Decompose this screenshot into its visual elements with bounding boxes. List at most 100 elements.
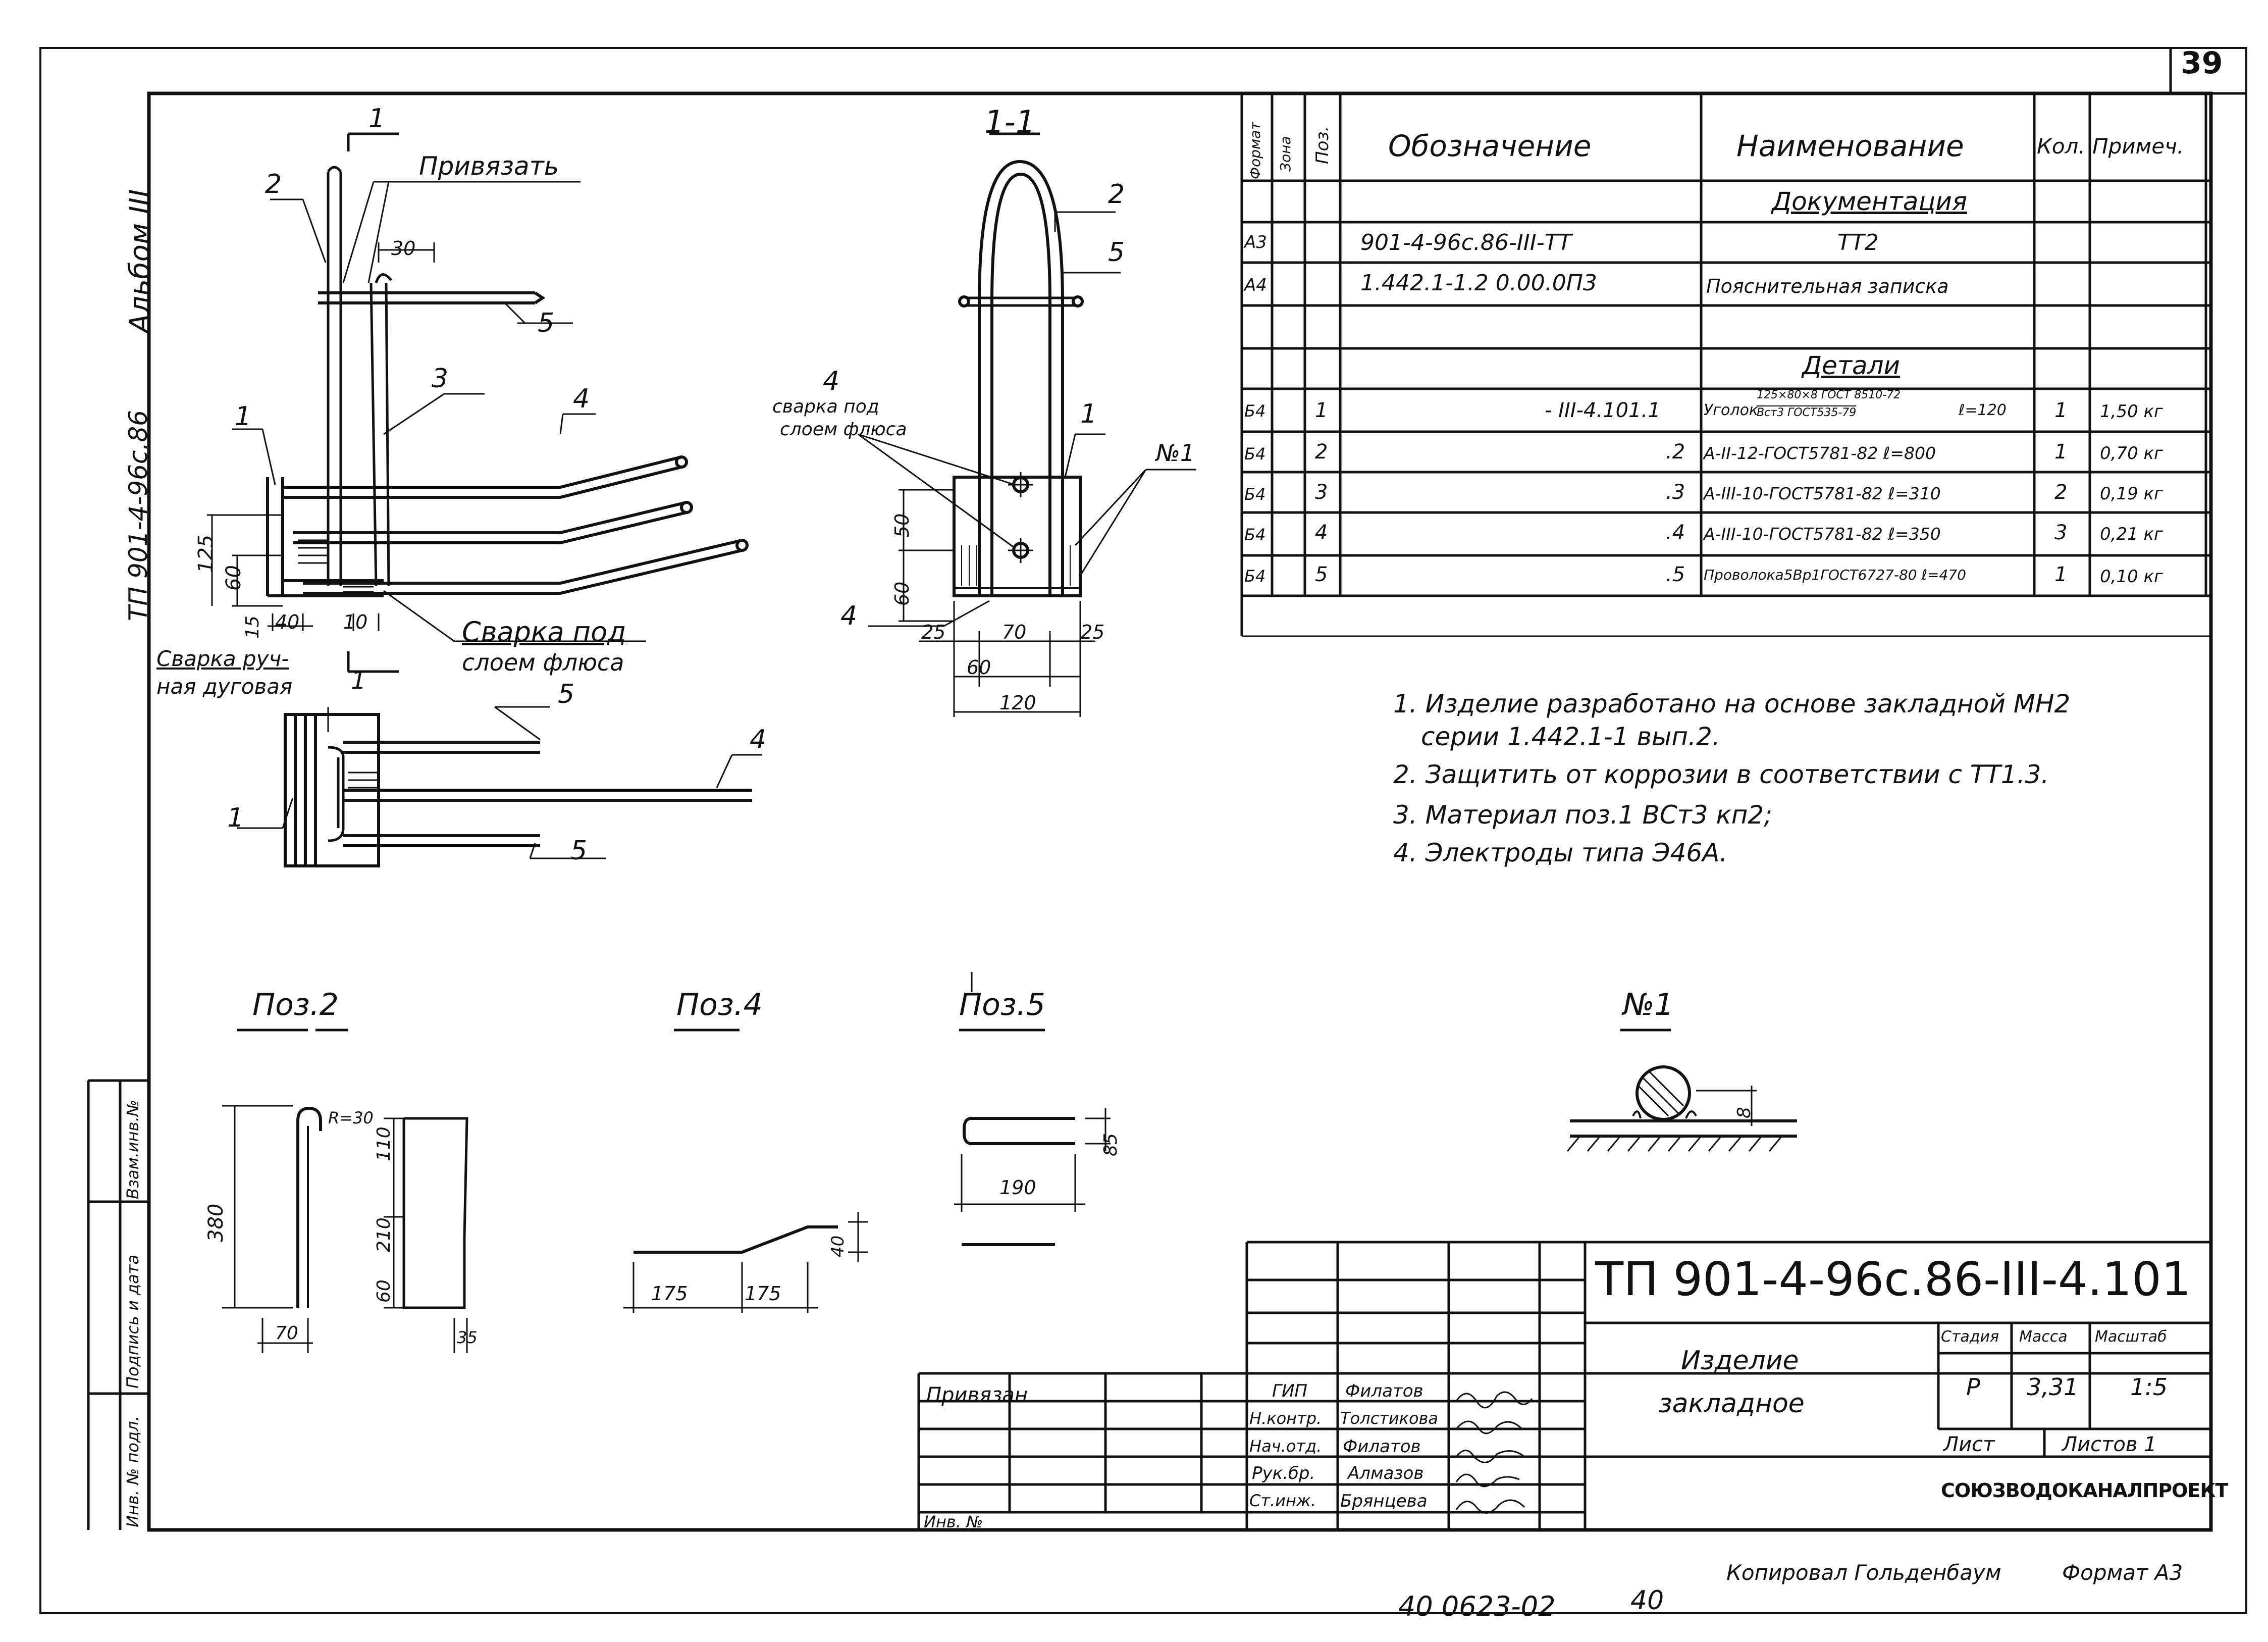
role-2: Н.контр. xyxy=(1249,1409,1322,1428)
dim-175b: 175 xyxy=(745,1282,781,1305)
detail-poz5-title: Поз.5 xyxy=(959,987,1045,1022)
stage-label: Стадия xyxy=(1941,1328,1999,1346)
stage-value: Р xyxy=(1966,1373,1980,1401)
spec-head-zone: Зона xyxy=(1277,136,1294,172)
spec-head-qty: Кол. xyxy=(2037,134,2085,159)
scale-label: Масштаб xyxy=(2095,1328,2167,1346)
part2-qty: 1 xyxy=(2054,440,2068,464)
pos-1-section: 1 xyxy=(1080,399,1097,429)
role-1-name: Филатов xyxy=(1345,1381,1423,1401)
dim-175a: 175 xyxy=(651,1282,688,1305)
weld-flux-small-2: слоем флюса xyxy=(780,419,907,440)
note-3: 3. Материал поз.1 ВСт3 кп2; xyxy=(1393,800,1773,830)
dim-35: 35 xyxy=(457,1328,478,1347)
detail-node1-title: №1 xyxy=(1623,987,1674,1022)
part1-length: ℓ=120 xyxy=(1959,401,2007,419)
title-block-grid xyxy=(917,1241,2211,1530)
part4-designation: .4 xyxy=(1666,521,1685,544)
pos-2-main: 2 xyxy=(265,169,282,199)
pos-3-main: 3 xyxy=(432,364,449,394)
part5-pos: 5 xyxy=(1315,563,1328,586)
weld-manual-label: Сварка руч- xyxy=(156,646,289,671)
detail-poz2 xyxy=(222,1029,468,1353)
role-5: Ст.инж. xyxy=(1249,1491,1316,1510)
role-1: ГИП xyxy=(1272,1381,1307,1401)
footer-format: Формат А3 xyxy=(2062,1560,2183,1585)
part3-format: Б4 xyxy=(1244,485,1266,504)
pos-5-plan-top: 5 xyxy=(558,679,575,709)
weld-manual-label-2: ная дуговая xyxy=(156,674,293,699)
part4-name: А-III-10-ГОСТ5781-82 ℓ=350 xyxy=(1704,524,1941,544)
note-1-cont: серии 1.442.1-1 вып.2. xyxy=(1421,722,1720,751)
spec-head-pos: Поз. xyxy=(1312,126,1333,164)
bind-note: Привязать xyxy=(419,151,559,181)
part1-note: 1,50 кг xyxy=(2100,401,2163,422)
main-view xyxy=(207,132,749,673)
dim-30: 30 xyxy=(391,237,416,260)
part5-designation: .5 xyxy=(1666,563,1685,586)
section-view xyxy=(858,132,1196,717)
dim-10: 10 xyxy=(343,611,368,633)
part2-note: 0,70 кг xyxy=(2100,443,2163,464)
part3-qty: 2 xyxy=(2054,481,2068,504)
plan-view xyxy=(237,706,762,867)
footer-page: 40 xyxy=(1630,1585,1664,1616)
pos-4-plan: 4 xyxy=(750,725,767,755)
detail-poz2-title: Поз.2 xyxy=(252,987,339,1022)
strip-replace-inv: Взам.инв.№ xyxy=(123,1100,142,1199)
dim-60: 60 xyxy=(222,565,245,591)
role-5-name: Брянцева xyxy=(1340,1491,1428,1511)
detail-poz4-title: Поз.4 xyxy=(676,987,763,1022)
dim-120: 120 xyxy=(999,692,1036,714)
pos-5-section: 5 xyxy=(1108,237,1125,268)
bound-label: Привязан xyxy=(926,1383,1028,1407)
part2-pos: 2 xyxy=(1315,440,1328,464)
pos-4-section-bottom: 4 xyxy=(840,601,858,631)
part5-name: Проволока5Вр1ГОСТ6727-80 ℓ=470 xyxy=(1704,567,1966,583)
dim-60b: 60 xyxy=(891,581,913,606)
dim-50: 50 xyxy=(891,513,913,538)
dim-125: 125 xyxy=(194,534,218,573)
dim-210: 210 xyxy=(374,1217,394,1252)
mass-value: 3,31 xyxy=(2027,1373,2079,1401)
part1-name-bot: Вст3 ГОСТ535-79 xyxy=(1757,406,1857,419)
weld-flux-label: Сварка под xyxy=(462,616,626,648)
part4-qty: 3 xyxy=(2054,521,2068,544)
outer-frame xyxy=(39,47,2247,1614)
detail-poz4 xyxy=(623,1029,868,1313)
sheet-number: 39 xyxy=(2181,45,2223,81)
org-name: СОЮЗВОДОКАНАЛПРОЕКТ xyxy=(1941,1479,2228,1502)
inner-frame xyxy=(147,91,2213,1532)
pos-5-plan-bottom: 5 xyxy=(570,836,588,866)
role-2-name: Толстикова xyxy=(1340,1409,1438,1428)
note-1: 1. Изделие разработано на основе закладн… xyxy=(1393,689,2071,719)
spec-head-designation: Обозначение xyxy=(1388,129,1592,163)
dim-70b: 70 xyxy=(275,1323,298,1344)
spec-doc2-designation: 1.442.1-1.2 0.00.0П3 xyxy=(1360,270,1597,296)
detail-node1 xyxy=(1566,1029,1797,1152)
part1-pos: 1 xyxy=(1315,399,1328,422)
footer-stamp: 40 0623-02 xyxy=(1398,1590,1556,1622)
pos-1-main: 1 xyxy=(235,401,252,432)
title-line-1: Изделие xyxy=(1681,1346,1799,1376)
dim-380: 380 xyxy=(204,1203,228,1242)
spec-head-name: Наименование xyxy=(1736,129,1964,163)
scale-value: 1:5 xyxy=(2130,1373,2168,1401)
weld-flux-small: сварка под xyxy=(772,396,879,417)
dim-40b: 40 xyxy=(828,1235,848,1257)
dim-110: 110 xyxy=(374,1126,394,1161)
strip-signature-date: Подпись и дата xyxy=(123,1254,142,1389)
strip-inv-original: Инв. № подл. xyxy=(123,1416,142,1527)
sheets-label: Листов 1 xyxy=(2062,1433,2157,1456)
signatures xyxy=(1455,1391,1533,1514)
part3-pos: 3 xyxy=(1315,481,1328,504)
spec-grid xyxy=(1240,93,2211,637)
pos-2-section: 2 xyxy=(1108,179,1125,210)
part5-format: Б4 xyxy=(1244,567,1266,586)
part4-format: Б4 xyxy=(1244,525,1266,544)
node-mark-section: №1 xyxy=(1156,439,1195,467)
footer-copied: Копировал Гольденбаум xyxy=(1726,1560,2001,1585)
section-mark-bottom: 1 xyxy=(351,666,366,695)
dim-70: 70 xyxy=(1002,621,1027,643)
